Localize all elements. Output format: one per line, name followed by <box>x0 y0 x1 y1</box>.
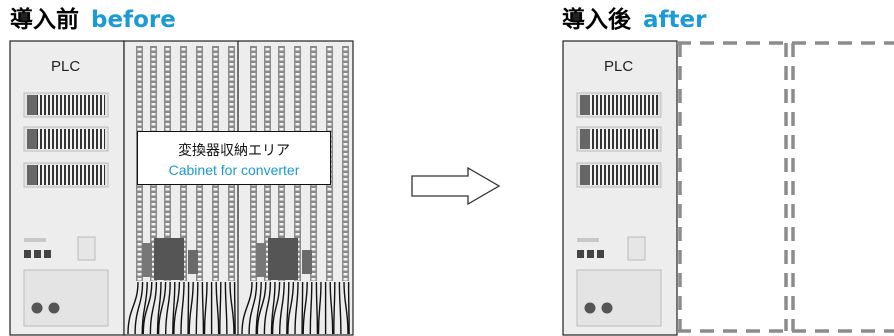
right-arrow-icon <box>411 166 501 206</box>
wire <box>195 281 199 335</box>
converter-cabinet <box>123 40 354 336</box>
before-plc-module-2 <box>23 126 109 152</box>
wire <box>188 281 194 335</box>
wire <box>279 281 285 335</box>
wire <box>338 281 342 335</box>
before-plc-module-3 <box>23 162 109 188</box>
after-title-jp: 導入後 <box>562 7 631 33</box>
after-plc-module-3 <box>576 162 662 188</box>
wire <box>219 281 222 335</box>
converter-callout: 変換器収納エリア Cabinet for converter <box>137 131 331 185</box>
before-title: 導入前 before <box>10 2 176 38</box>
wire <box>343 281 349 335</box>
wire <box>347 281 350 335</box>
wire <box>157 281 167 335</box>
wire <box>201 281 205 335</box>
before-plc-cabinet <box>9 40 125 336</box>
wire <box>142 281 153 335</box>
callout-en: Cabinet for converter <box>168 162 300 178</box>
after-title-en: after <box>643 7 707 33</box>
after-plc-module-2 <box>576 126 662 152</box>
converter-module <box>268 238 298 280</box>
wire <box>127 281 139 335</box>
wire <box>141 281 148 335</box>
wire <box>286 281 290 335</box>
wire <box>229 281 235 335</box>
wire <box>134 281 144 335</box>
wire <box>270 281 276 335</box>
wire <box>301 281 304 335</box>
wire <box>241 281 253 335</box>
freed-space-outline <box>677 41 894 333</box>
wire <box>333 281 336 335</box>
wire <box>302 281 308 335</box>
wire <box>172 281 176 335</box>
wire <box>315 281 319 335</box>
wire <box>329 281 334 335</box>
before-plc-indicators <box>24 236 96 261</box>
after-plc-cabinet <box>562 40 678 336</box>
wire <box>224 281 228 335</box>
wire <box>263 281 272 335</box>
converter-module <box>154 238 184 280</box>
wire <box>173 281 181 335</box>
before-plc-label: PLC <box>51 58 81 75</box>
wire <box>294 281 299 335</box>
before-plc-module-1 <box>23 92 109 118</box>
wire <box>187 281 190 335</box>
wire <box>233 281 236 335</box>
wire <box>255 281 262 335</box>
wire <box>317 281 322 335</box>
wire <box>180 281 185 335</box>
wire <box>149 281 158 335</box>
callout-jp: 変換器収納エリア <box>178 143 290 159</box>
wire <box>287 281 295 335</box>
wire <box>309 281 313 335</box>
after-title: 導入後 after <box>562 2 706 38</box>
after-plc-indicators <box>577 236 646 261</box>
after-plc-power-panel <box>576 269 662 327</box>
after-plc-label: PLC <box>604 58 634 75</box>
after-plc-module-1 <box>576 92 662 118</box>
before-plc-power-panel <box>23 269 109 327</box>
wire <box>215 281 220 335</box>
wire <box>203 281 208 335</box>
wire <box>248 281 258 335</box>
wire <box>156 281 162 335</box>
before-title-en: before <box>91 7 176 33</box>
wire <box>256 281 267 335</box>
wire <box>271 281 281 335</box>
wire <box>165 281 171 335</box>
before-title-jp: 導入前 <box>10 7 79 33</box>
